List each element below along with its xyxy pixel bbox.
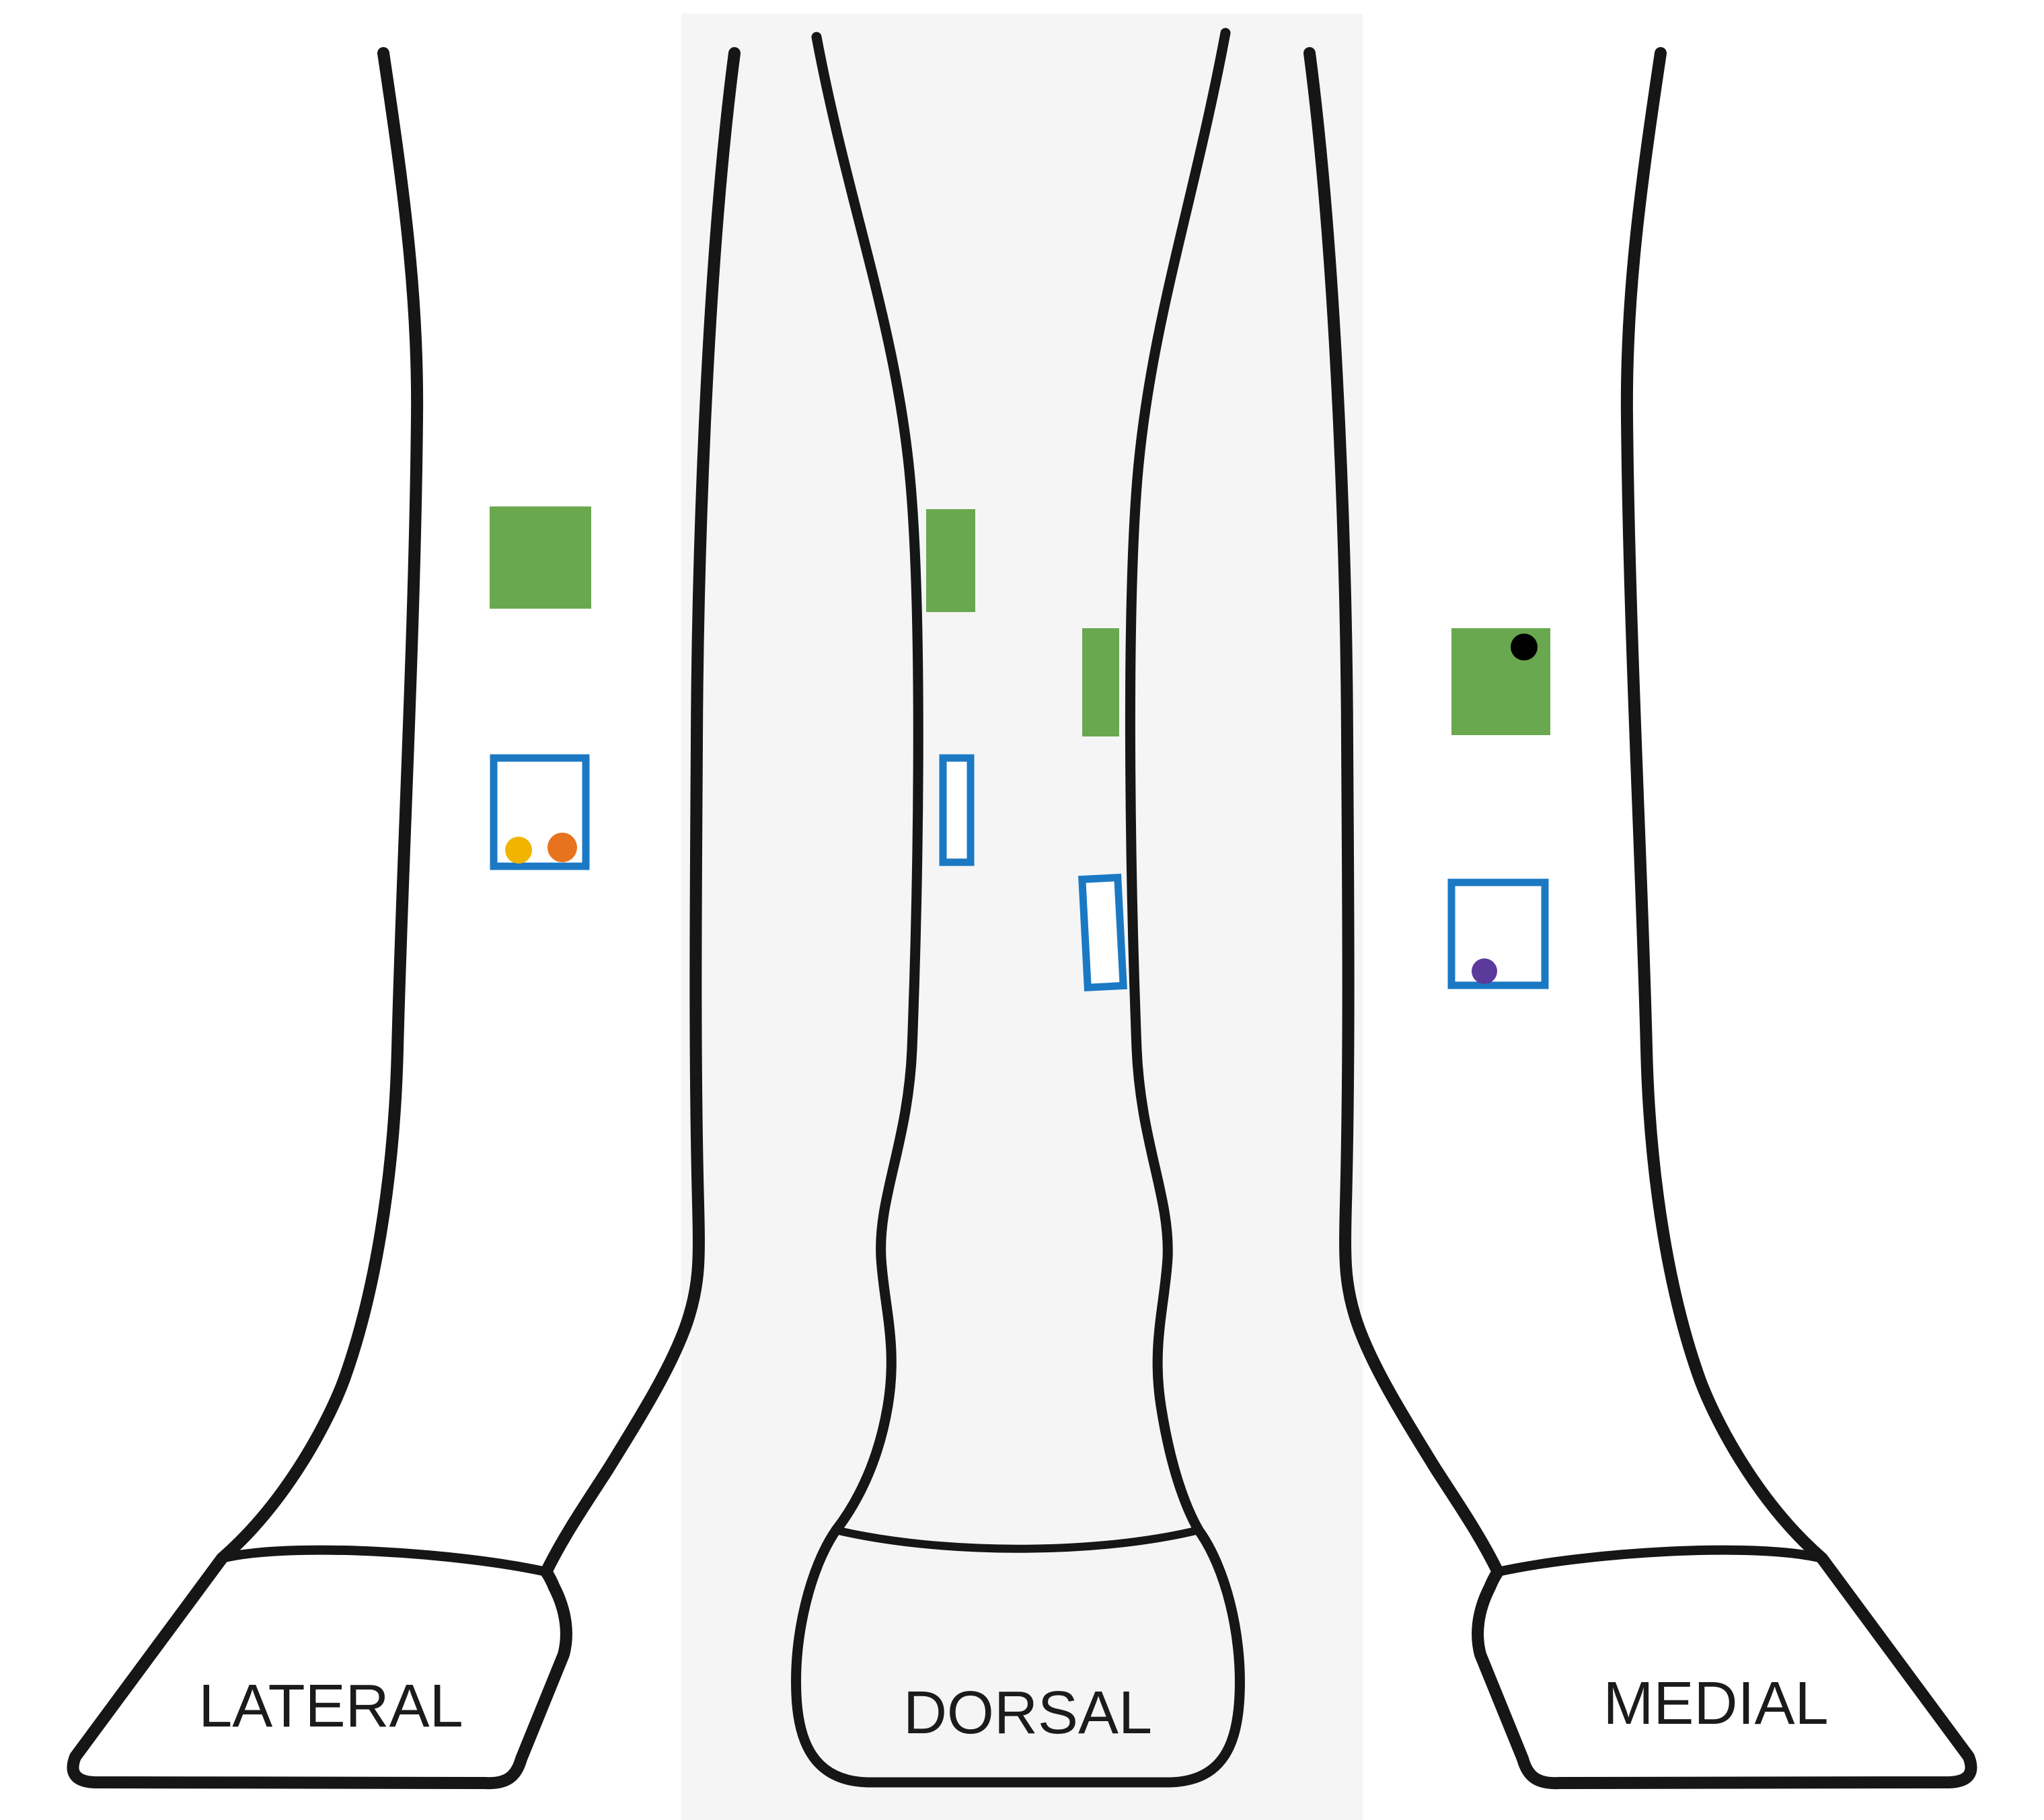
lateral-orange-dot — [547, 833, 577, 862]
medial-black-dot — [1511, 634, 1538, 660]
dorsal-panel: DORSAL — [791, 28, 1245, 1788]
medial-panel: MEDIAL — [1310, 53, 1971, 1783]
dorsal-coronet-line — [832, 1526, 1203, 1553]
dorsal-blue-outlined-square — [939, 754, 975, 866]
dorsal-leg-left-contour — [811, 32, 923, 1535]
lateral-view-label: LATERAL — [198, 1673, 463, 1740]
lateral-yellow-dot — [505, 837, 532, 864]
dorsal-blue-outlined-square — [1078, 873, 1127, 992]
dorsal-panel-background — [681, 13, 1363, 1820]
dorsal-view-label: DORSAL — [903, 1679, 1152, 1747]
dorsal-leg-right-contour — [1125, 28, 1231, 1535]
lateral-green-filled-square — [490, 506, 591, 609]
medial-view-label: MEDIAL — [1603, 1670, 1828, 1737]
medial-purple-dot — [1472, 958, 1497, 984]
marker-layer — [490, 506, 1550, 992]
dorsal-green-filled-square — [1082, 628, 1119, 736]
lateral-panel: LATERAL — [73, 53, 735, 1783]
dorsal-green-filled-square — [926, 509, 975, 612]
dorsal-hoof-outline — [791, 1525, 1245, 1788]
medial-blue-outlined-square — [1447, 878, 1549, 989]
